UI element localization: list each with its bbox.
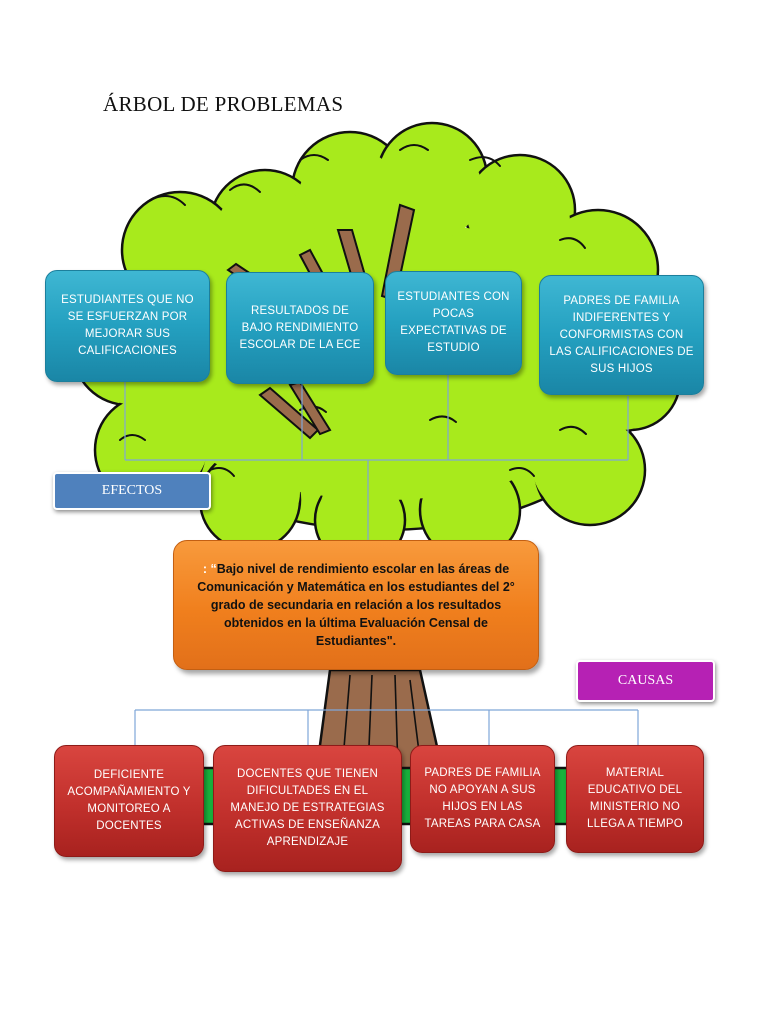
- cause-box-3: PADRES DE FAMILIA NO APOYAN A SUS HIJOS …: [410, 745, 555, 853]
- effect-text: RESULTADOS DE BAJO RENDIMIENTO ESCOLAR D…: [239, 304, 361, 351]
- cause-text: MATERIAL EDUCATIVO DEL MINISTERIO NO LLE…: [587, 767, 683, 830]
- effects-label: EFECTOS: [53, 472, 211, 510]
- effect-box-2: RESULTADOS DE BAJO RENDIMIENTO ESCOLAR D…: [226, 272, 374, 384]
- central-problem-statement: Bajo nivel de rendimiento escolar en las…: [197, 562, 515, 648]
- cause-box-1: DEFICIENTE ACOMPAÑAMIENTO Y MONITOREO A …: [54, 745, 204, 857]
- effects-connectors: [124, 375, 629, 540]
- central-problem-lead: : “: [202, 562, 217, 576]
- cause-text: DOCENTES QUE TIENEN DIFICULTADES EN EL M…: [230, 768, 385, 848]
- effect-text: ESTUDIANTES QUE NO SE ESFUERZAN POR MEJO…: [61, 294, 194, 357]
- cause-text: DEFICIENTE ACOMPAÑAMIENTO Y MONITOREO A …: [67, 769, 191, 832]
- causes-label: CAUSAS: [576, 660, 715, 702]
- effect-box-4: PADRES DE FAMILIA INDIFERENTES Y CONFORM…: [539, 275, 704, 395]
- central-problem-box: : “Bajo nivel de rendimiento escolar en …: [173, 540, 539, 670]
- page-title: ÁRBOL DE PROBLEMAS: [103, 92, 344, 116]
- cause-box-2: DOCENTES QUE TIENEN DIFICULTADES EN EL M…: [213, 745, 402, 872]
- cause-box-4: MATERIAL EDUCATIVO DEL MINISTERIO NO LLE…: [566, 745, 704, 853]
- central-problem-text: : “Bajo nivel de rendimiento escolar en …: [196, 560, 516, 650]
- effect-text: PADRES DE FAMILIA INDIFERENTES Y CONFORM…: [549, 294, 694, 375]
- effect-text: ESTUDIANTES CON POCAS EXPECTATIVAS DE ES…: [397, 291, 510, 354]
- cause-text: PADRES DE FAMILIA NO APOYAN A SUS HIJOS …: [424, 767, 541, 830]
- causes-connectors: [134, 709, 639, 745]
- effect-box-1: ESTUDIANTES QUE NO SE ESFUERZAN POR MEJO…: [45, 270, 210, 382]
- effect-box-3: ESTUDIANTES CON POCAS EXPECTATIVAS DE ES…: [385, 271, 522, 375]
